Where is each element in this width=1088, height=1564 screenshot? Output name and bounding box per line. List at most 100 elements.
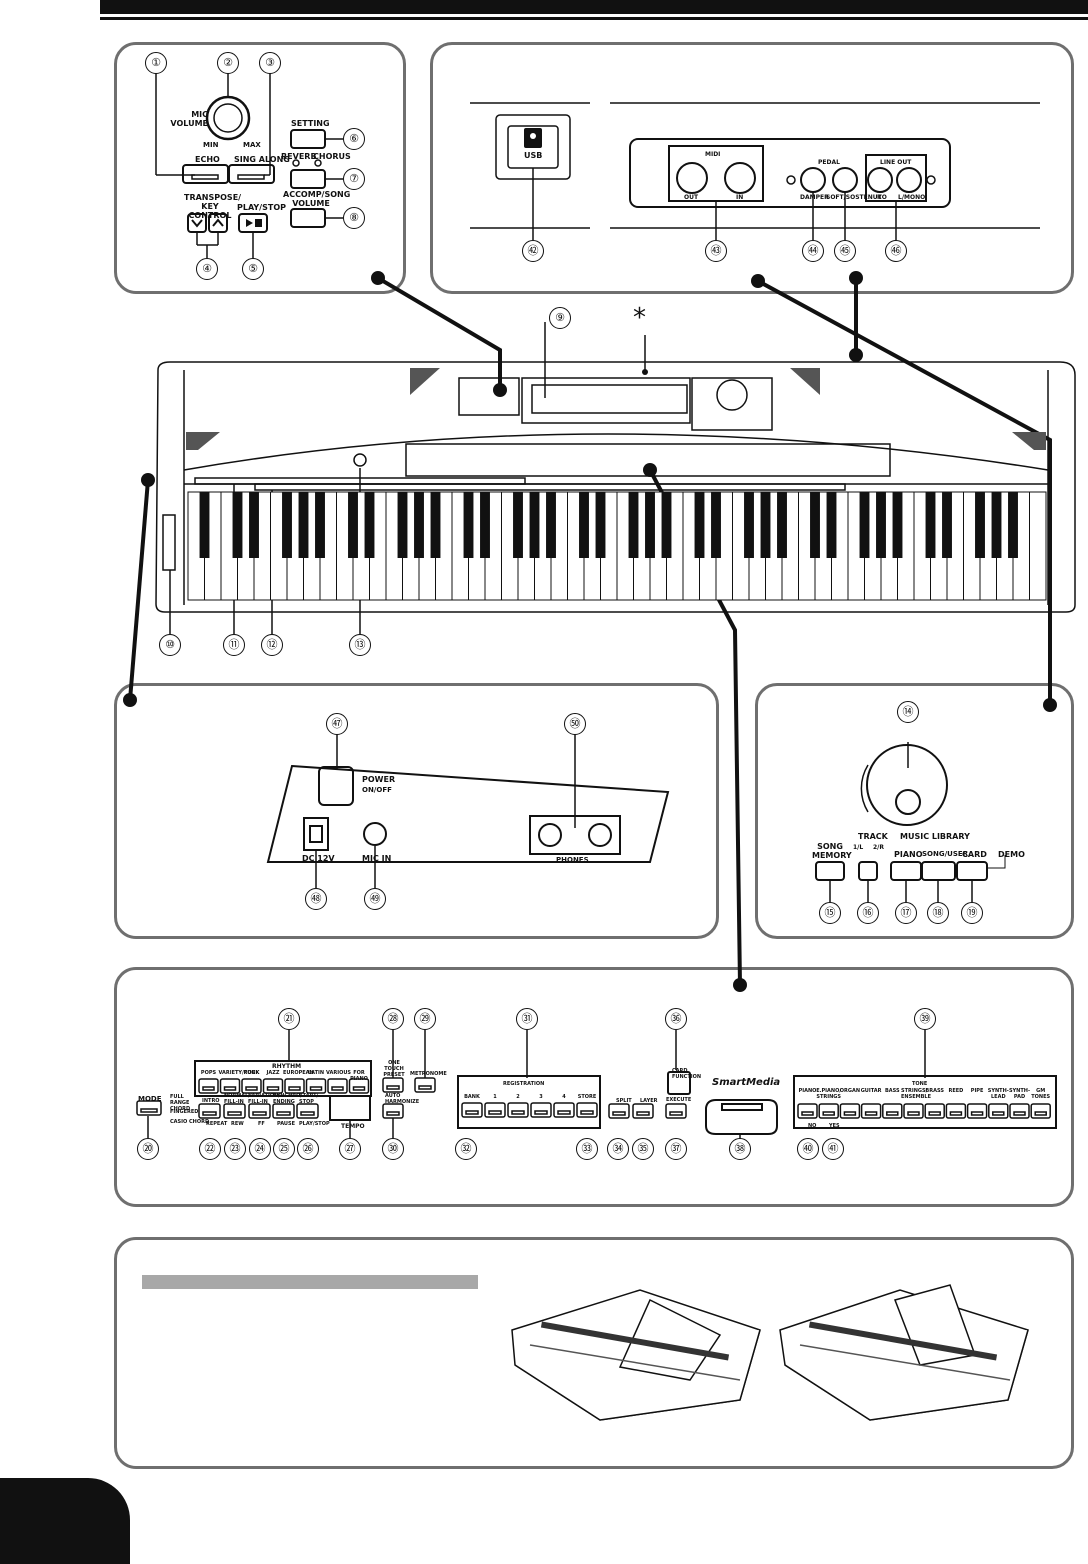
track-2-label: 2/R bbox=[873, 844, 884, 851]
tone-button-8[interactable] bbox=[966, 1103, 988, 1119]
black-key bbox=[810, 492, 820, 558]
tone-button-2[interactable] bbox=[839, 1103, 861, 1119]
max-label: MAX bbox=[243, 141, 261, 149]
black-key bbox=[529, 492, 540, 558]
callout-20: ⑳ bbox=[137, 1138, 159, 1160]
song-user-label: SONG/USER bbox=[922, 850, 969, 858]
callout-21: ㉑ bbox=[278, 1008, 300, 1030]
auto-harmonize-button[interactable] bbox=[382, 1103, 404, 1119]
black-key bbox=[315, 492, 325, 558]
accomp-button-1[interactable] bbox=[223, 1103, 246, 1119]
black-key bbox=[826, 492, 837, 558]
tone-button-label: SYNTH-LEAD bbox=[987, 1088, 1009, 1100]
rhythm-button-label: EUROPEAN bbox=[283, 1070, 314, 1076]
tone-button-label: REED bbox=[948, 1088, 964, 1094]
layer-label: LAYER bbox=[640, 1098, 658, 1104]
registration-button-label: 4 bbox=[562, 1094, 566, 1100]
callout-41: ㊶ bbox=[822, 1138, 844, 1160]
rhythm-button-label: VARIOUS bbox=[326, 1070, 352, 1076]
play-stop-console-label: PLAY/STOP bbox=[299, 1121, 330, 1127]
accomp-button-4[interactable] bbox=[296, 1103, 319, 1119]
callout-34: ㉞ bbox=[607, 1138, 629, 1160]
metronome-button-indicator bbox=[418, 1085, 432, 1090]
rhythm-button-1[interactable] bbox=[219, 1078, 241, 1094]
rhythm-button-4[interactable] bbox=[284, 1078, 305, 1094]
rhythm-button-label: ROCK bbox=[243, 1070, 260, 1076]
black-key bbox=[298, 492, 309, 558]
callout-17: ⑰ bbox=[895, 902, 917, 924]
tone-button-label: ORGAN bbox=[839, 1088, 861, 1094]
registration-button-1[interactable] bbox=[484, 1102, 506, 1118]
midi-label: MIDI bbox=[705, 151, 721, 158]
callout-29: ㉙ bbox=[414, 1008, 436, 1030]
callout-30: ㉚ bbox=[382, 1138, 404, 1160]
black-key bbox=[975, 492, 985, 558]
tone-button-5[interactable] bbox=[903, 1103, 924, 1119]
mode-button-indicator bbox=[140, 1108, 158, 1113]
one-touch-button[interactable] bbox=[382, 1077, 404, 1093]
split-button[interactable] bbox=[608, 1103, 630, 1119]
accomp-button-0[interactable] bbox=[198, 1103, 221, 1119]
tone-button-10[interactable] bbox=[1009, 1103, 1030, 1119]
accomp-song-volume-label: ACCOMP/SONG VOLUME bbox=[283, 190, 351, 208]
callout-14: ⑭ bbox=[897, 701, 919, 723]
tone-button-1[interactable] bbox=[818, 1103, 839, 1119]
black-key bbox=[760, 492, 771, 558]
transpose-label: TRANSPOSE/ KEY CONTROL bbox=[184, 193, 242, 220]
registration-button-2[interactable] bbox=[507, 1102, 529, 1118]
mic-volume-label: MIC VOLUME bbox=[170, 110, 208, 128]
black-key bbox=[876, 492, 886, 558]
callout-25: ㉕ bbox=[273, 1138, 295, 1160]
callout-50: ㊿ bbox=[564, 713, 586, 735]
start-stop-label: START/ STOP bbox=[299, 1093, 319, 1105]
callout-39: ㊴ bbox=[914, 1008, 936, 1030]
callout-12: ⑫ bbox=[261, 634, 283, 656]
rhythm-button-6[interactable] bbox=[327, 1078, 348, 1094]
registration-button-0[interactable] bbox=[461, 1102, 483, 1118]
sing-along-label: SING ALONG bbox=[234, 155, 290, 164]
callout-28: ㉘ bbox=[382, 1008, 404, 1030]
callout-5: ⑤ bbox=[242, 258, 264, 280]
tempo-label: TEMPO bbox=[341, 1123, 365, 1130]
tone-button-6[interactable] bbox=[924, 1103, 945, 1119]
registration-button-4[interactable] bbox=[553, 1102, 575, 1118]
rhythm-button-4-indicator bbox=[288, 1086, 301, 1091]
black-key bbox=[546, 492, 556, 558]
intro-label: INTRO bbox=[202, 1098, 220, 1104]
mic-in-label: MIC IN bbox=[362, 854, 392, 863]
rhythm-button-0[interactable] bbox=[198, 1078, 219, 1094]
callout-18: ⑱ bbox=[927, 902, 949, 924]
registration-button-3-indicator bbox=[534, 1110, 548, 1115]
registration-button-label: 3 bbox=[539, 1094, 543, 1100]
fingered-label: FINGERED bbox=[170, 1109, 199, 1115]
line-r-label: R bbox=[877, 194, 882, 201]
accomp-button-3[interactable] bbox=[272, 1103, 295, 1119]
layer-button[interactable] bbox=[632, 1103, 654, 1119]
accomp-button-2[interactable] bbox=[248, 1103, 271, 1119]
tone-button-4[interactable] bbox=[882, 1103, 903, 1119]
tone-button-label: SYNTH-PAD bbox=[1008, 1088, 1031, 1100]
card-function-label: CARD FUNCTION bbox=[672, 1068, 702, 1080]
tone-button-3[interactable] bbox=[860, 1103, 882, 1119]
tone-button-0[interactable] bbox=[797, 1103, 818, 1119]
pedal-label: PEDAL bbox=[818, 159, 840, 166]
rhythm-button-3[interactable] bbox=[262, 1078, 284, 1094]
line-l-mono-label: L/MONO bbox=[898, 194, 926, 201]
tone-button-label: PIPE bbox=[970, 1088, 984, 1094]
rhythm-button-2[interactable] bbox=[241, 1078, 262, 1094]
tone-button-7[interactable] bbox=[945, 1103, 967, 1119]
black-key bbox=[480, 492, 490, 558]
execute-button[interactable] bbox=[665, 1103, 687, 1119]
black-key bbox=[199, 492, 210, 558]
ff-label: FF bbox=[258, 1121, 265, 1127]
registration-button-3[interactable] bbox=[530, 1102, 552, 1118]
pause-label: PAUSE bbox=[277, 1121, 295, 1127]
registration-button-5[interactable] bbox=[576, 1102, 598, 1118]
black-key bbox=[694, 492, 705, 558]
black-key bbox=[348, 492, 358, 558]
rhythm-button-5[interactable] bbox=[305, 1078, 327, 1094]
tone-button-11[interactable] bbox=[1030, 1103, 1051, 1119]
tone-button-11-indicator bbox=[1034, 1111, 1047, 1116]
metronome-button[interactable] bbox=[414, 1077, 436, 1093]
tone-button-9[interactable] bbox=[988, 1103, 1009, 1119]
